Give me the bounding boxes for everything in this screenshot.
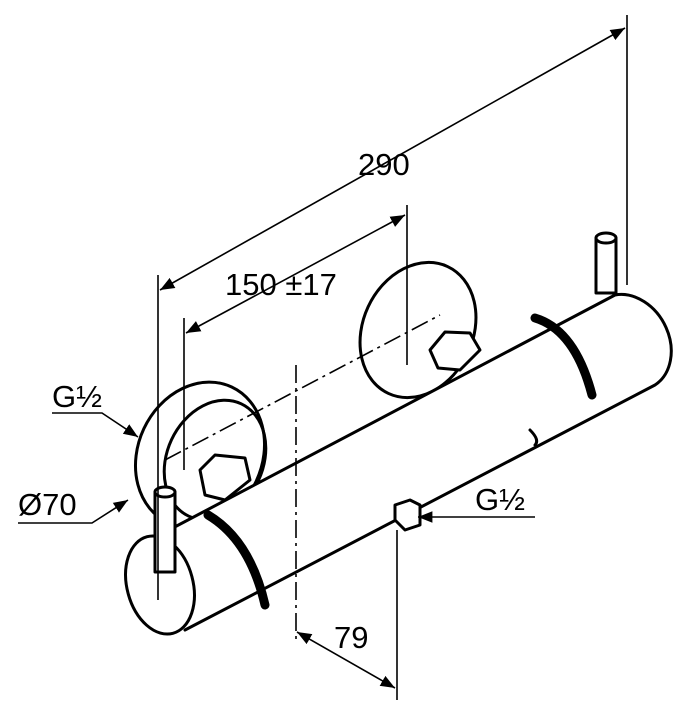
label-flange-diameter: Ø70 xyxy=(18,487,77,522)
label-inlet-thread: G½ xyxy=(52,379,102,414)
dimension-150-line xyxy=(185,214,406,334)
centerline xyxy=(164,314,441,461)
right-handle-pin xyxy=(594,231,618,295)
inlet-thread-leader xyxy=(52,412,139,438)
diameter-leader xyxy=(18,499,129,524)
dimension-79-line xyxy=(296,631,396,689)
label-290: 290 xyxy=(358,147,410,182)
label-150: 150 ±17 xyxy=(225,267,337,302)
left-handle-pin xyxy=(153,485,177,574)
thermostat-body xyxy=(124,292,673,636)
label-79: 79 xyxy=(334,620,368,655)
label-outlet-thread: G½ xyxy=(475,482,525,517)
